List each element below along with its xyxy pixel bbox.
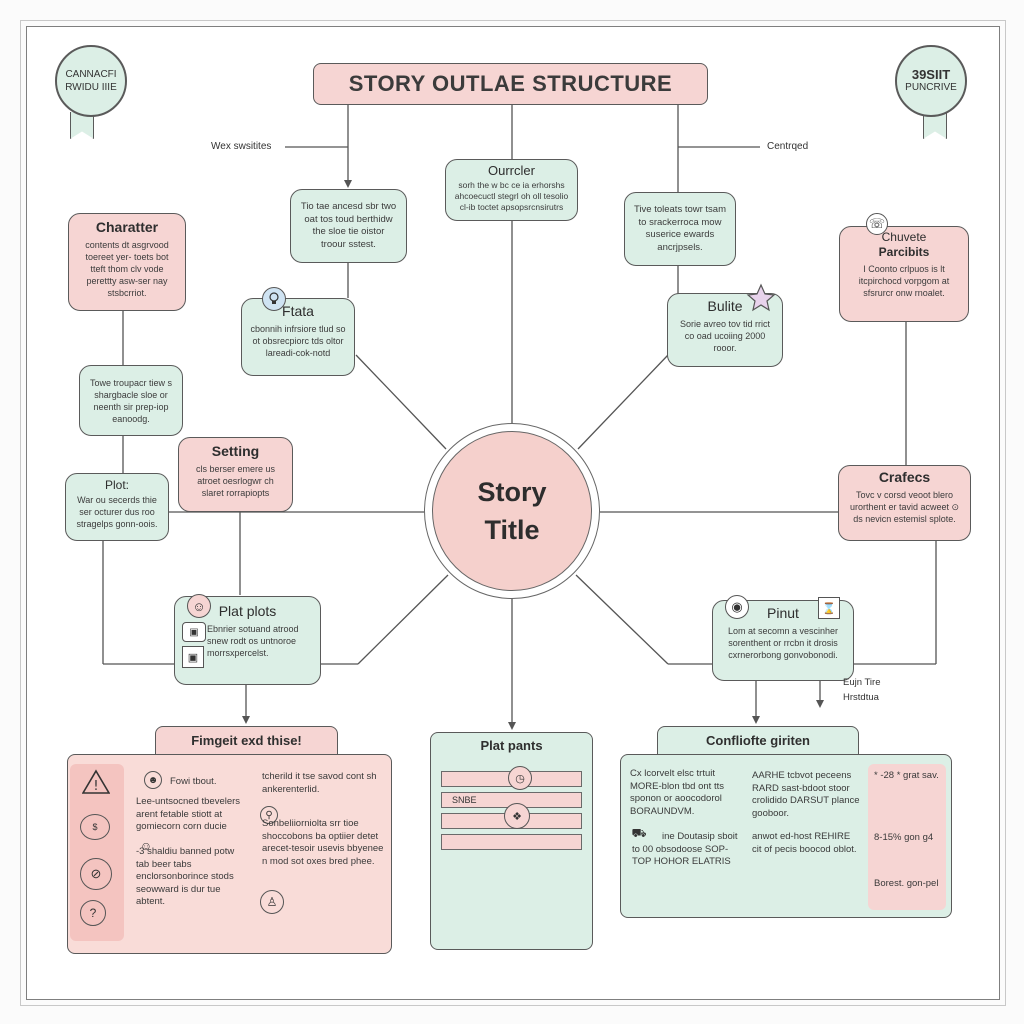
node-character-body: contents dt asgrvood toereet yer- toets … <box>85 240 169 298</box>
panel-left-c1-1: Lee-untsocned tbevelers arent fetable st… <box>136 796 241 832</box>
badge-right-line1: 39SIIT <box>911 67 951 82</box>
node-top-center-heading: Ourrcler <box>488 163 535 178</box>
node-crafecs-body: Tovc v corsd veoot blero urorthent er ta… <box>849 490 960 524</box>
badge-right-line2: PUNCRIVE <box>905 82 957 93</box>
node-crafecs-heading: Crafecs <box>878 469 931 485</box>
panel-right-c3-0: * -28 * grat sav. <box>874 770 939 781</box>
panel-right-c2-0: AARHE tcbvot peceens RARD sast-bdoot sto… <box>752 770 860 819</box>
question-icon: ? <box>80 900 106 926</box>
node-setting[interactable]: Setting cls berser emere us atroet oesrl… <box>178 437 293 512</box>
node-top-right[interactable]: Tive toleats towr tsam to srackerroca mo… <box>624 192 736 266</box>
node-chuvete-heading1: Chuvete <box>881 230 927 244</box>
lightbulb-icon <box>262 287 286 311</box>
center-line1: Story <box>477 477 547 507</box>
diagram-title: STORY OUTLAE STRUCTURE <box>313 63 708 105</box>
node-plot[interactable]: Plot: War ou secerds thie ser octurer du… <box>65 473 169 541</box>
node-chuvete[interactable]: Chuvete Parcibits I Coonto crlpuos is lt… <box>839 226 969 322</box>
node-chuvete-body: I Coonto crlpuos is lt itcpirchocd vorpg… <box>858 264 950 298</box>
money-icon: $ <box>80 814 110 840</box>
label-left: Wex swsitites <box>211 141 272 152</box>
panel-right-c3-2: Borest. gon-pel <box>874 878 939 889</box>
node-plata[interactable]: Ftata cbonnih infrsiore tlud so ot obsre… <box>241 298 355 376</box>
panel-right-c1-1: ine Doutasip sboit to 00 obsodoose SOP-T… <box>632 831 738 867</box>
node-plata-heading: Ftata <box>282 303 314 319</box>
star-icon <box>746 283 776 313</box>
node-plata-body: cbonnih infrsiore tlud so ot obsrecpiorc… <box>250 324 346 358</box>
search-icon: ⚲ <box>260 806 278 824</box>
node-plot-body: War ou secerds thie ser octurer dus roo … <box>76 495 158 529</box>
label-right: Centrqed <box>767 141 809 152</box>
figure-icon: ♙ <box>260 890 284 914</box>
badge-right: 39SIIT PUNCRIVE <box>895 45 967 117</box>
node-left-mid-body: Towe troupacr tiew s shargbacle sloe or … <box>89 377 173 424</box>
smile-icon: ☺ <box>187 594 211 618</box>
badge-left-line2: RWIDU IIIE <box>65 82 117 93</box>
node-top-left[interactable]: Tio tae ancesd sbr two oat tos toud bert… <box>290 189 407 263</box>
panel-right-side-strip <box>868 764 946 910</box>
node-bulite-body: Sorie avreo tov tid rrict co oad ucoiing… <box>679 319 771 353</box>
head-icon: ☺ <box>139 839 153 853</box>
story-title-circle[interactable]: Story Title <box>432 431 592 591</box>
node-character-heading: Charatter <box>95 219 159 235</box>
person-icon: ☻ <box>144 771 162 789</box>
node-bulite-heading: Bulite <box>707 298 743 314</box>
node-setting-heading: Setting <box>211 443 260 459</box>
node-crafecs[interactable]: Crafecs Tovc v corsd veoot blero urorthe… <box>838 465 971 541</box>
lock-icon: ▣ <box>182 646 204 668</box>
phone-icon: ☏ <box>866 213 888 235</box>
compass-icon: ❖ <box>504 803 530 829</box>
badge-left: CANNACFI RWIDU IIIE <box>55 45 127 117</box>
label-bottom-right-2: Hrstdtua <box>843 692 879 703</box>
clock-icon: ◷ <box>508 766 532 790</box>
panel-right-c2-1: anwot ed-host REHIRE cit of pecis boocod… <box>752 831 857 855</box>
center-line2: Title <box>484 515 540 545</box>
node-plat-plots-body: Ebnrier sotuand atrood snew rodt os untn… <box>207 624 299 658</box>
car-outline-icon: ⛟ <box>631 826 647 840</box>
warning-icon: ! <box>82 768 110 796</box>
node-chuvete-heading2: Parcibits <box>878 245 930 259</box>
svg-text:!: ! <box>93 779 98 794</box>
panel-right-tab[interactable]: Confliofte giriten <box>657 726 859 755</box>
hourglass-icon: ⌛ <box>818 597 840 619</box>
panel-left-c1-2: -3 shaldiu banned potw tab beer tabs enc… <box>136 846 235 907</box>
panel-left-c2-0: tcherild it tse savod cont sh ankerenter… <box>262 771 377 795</box>
node-top-center-body: sorh the w bc ce ia erhorshs ahcoecuctl … <box>454 180 569 212</box>
label-bottom-right-1: Eujn Tire <box>843 677 881 688</box>
outer-frame <box>20 20 1006 1006</box>
panel-center-title: Plat pants <box>480 738 543 753</box>
panel-left-tab[interactable]: Fimgeit exd thise! <box>155 726 338 755</box>
car-icon: ▣ <box>182 622 206 642</box>
node-top-left-body: Tio tae ancesd sbr two oat tos toud bert… <box>300 201 397 250</box>
node-plat-plots-heading: Plat plots <box>218 603 277 619</box>
badge-left-line1: CANNACFI <box>65 69 117 80</box>
panel-center-bar-4[interactable] <box>441 834 582 850</box>
node-character[interactable]: Charatter contents dt asgrvood toereet y… <box>68 213 186 311</box>
node-pinut-heading: Pinut <box>767 605 799 621</box>
node-setting-body: cls berser emere us atroet oesrlogwr ch … <box>195 464 276 498</box>
panel-right-c1-0: Cx lcorvelt elsc trtuit MORE-blon tbd on… <box>630 768 724 817</box>
panel-right-c3-1: 8-15% gon g4 <box>874 832 934 843</box>
panel-left-c2-1: Sonbeliiorniolta srr tioe shoccobons ba … <box>262 818 384 867</box>
node-pinut-body: Lom at secomn a vescinher sorenthent or … <box>727 626 839 660</box>
panel-left-c1-0: Fowi tbout. <box>170 776 217 787</box>
node-plot-heading: Plot: <box>104 478 129 492</box>
no-entry-icon: ⊘ <box>80 858 112 890</box>
node-top-center[interactable]: Ourrcler sorh the w bc ce ia erhorshs ah… <box>445 159 578 221</box>
node-left-mid[interactable]: Towe troupacr tiew s shargbacle sloe or … <box>79 365 183 436</box>
location-pin-icon: ◉ <box>725 595 749 619</box>
node-top-right-body: Tive toleats towr tsam to srackerroca mo… <box>633 204 727 253</box>
